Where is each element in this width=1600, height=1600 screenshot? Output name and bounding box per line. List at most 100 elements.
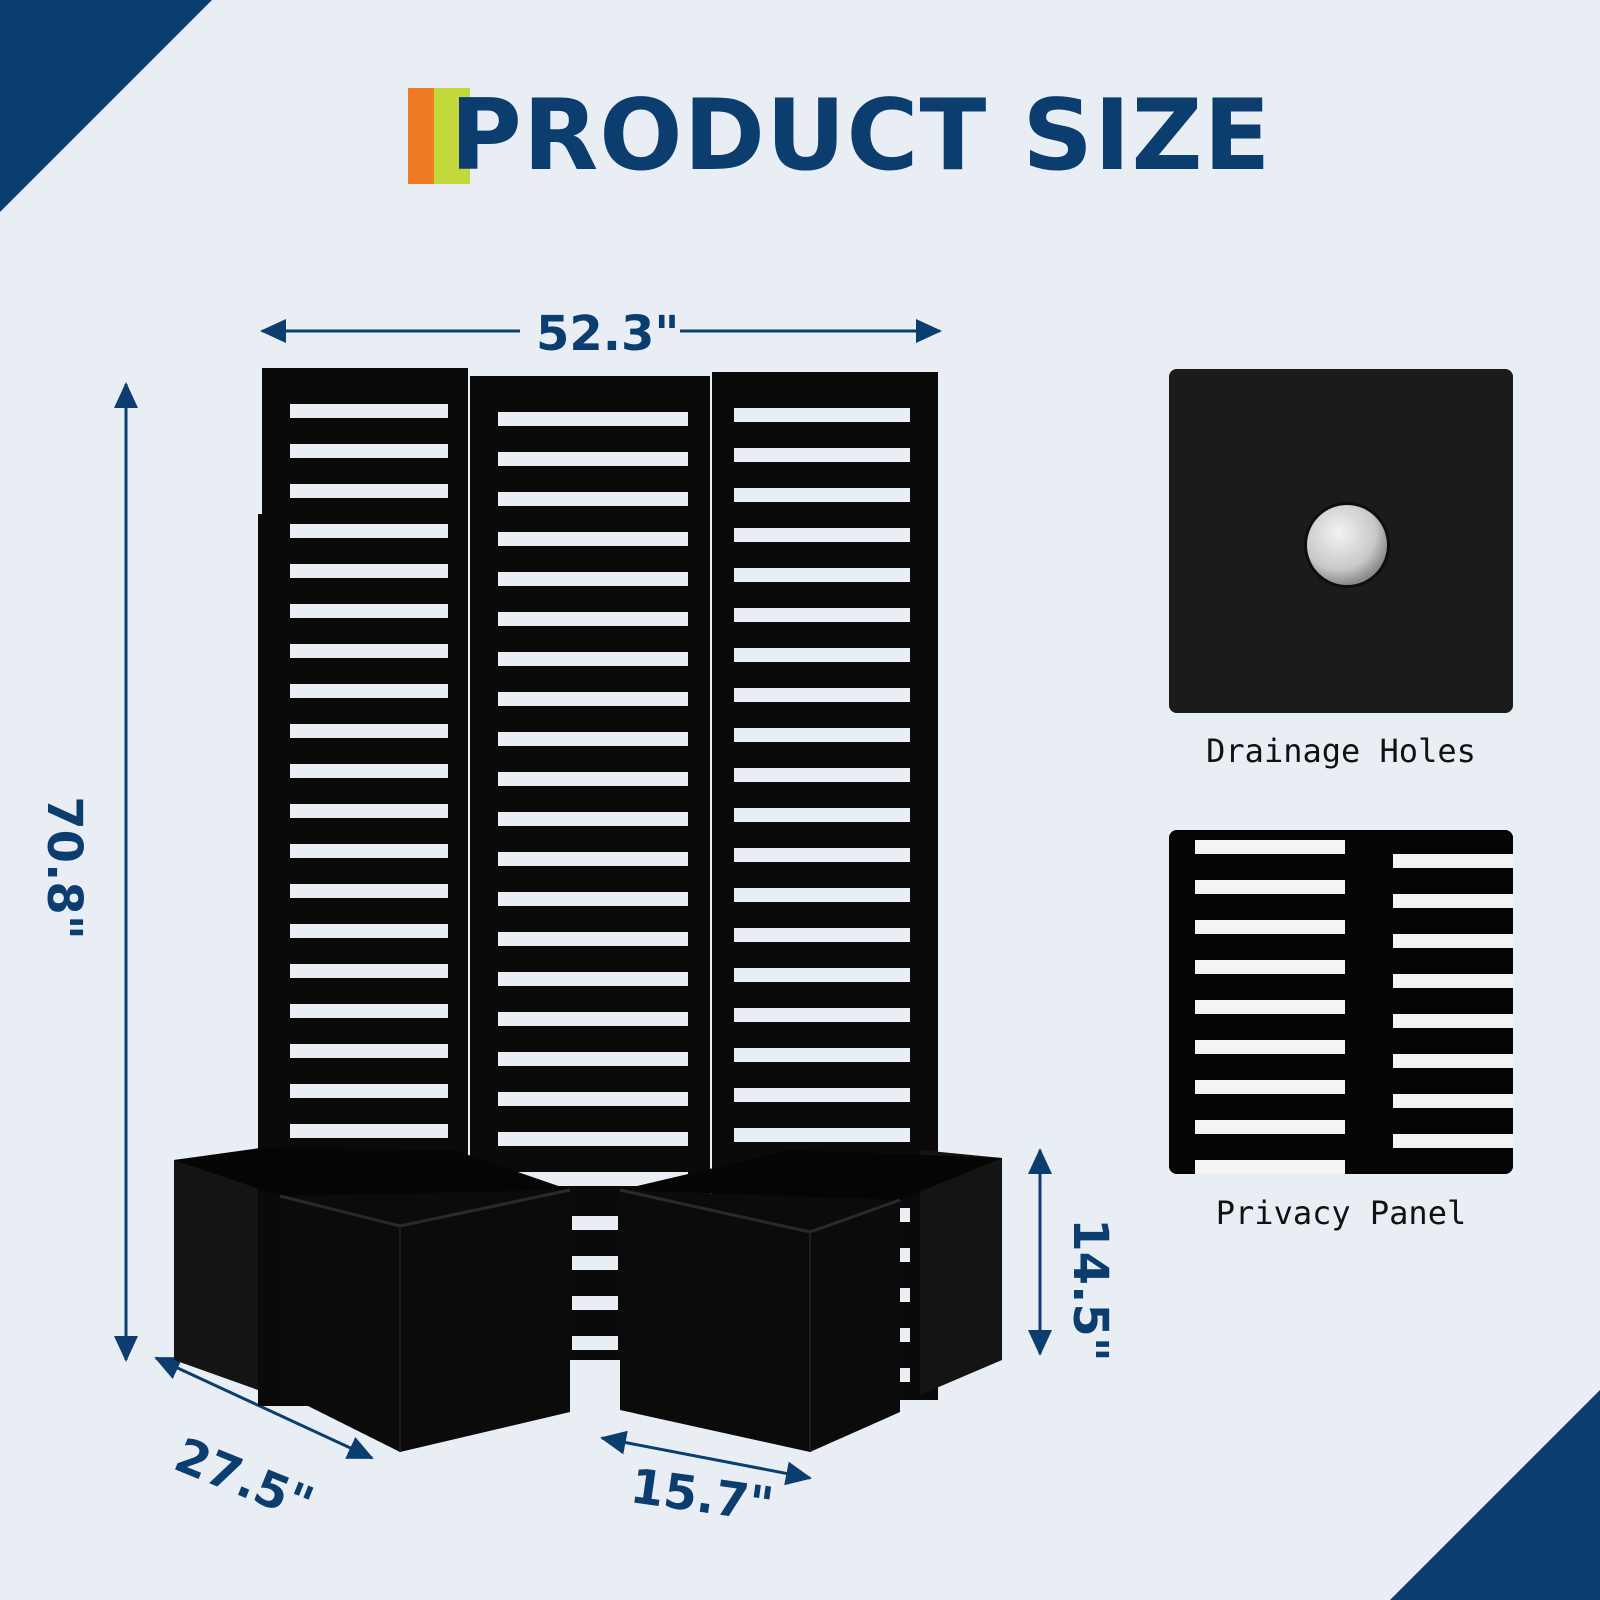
closeup-slat-left bbox=[1195, 1000, 1345, 1014]
corner-triangle-bottom-right bbox=[1390, 1390, 1600, 1600]
panel-slat bbox=[498, 1132, 688, 1146]
panel-slat bbox=[572, 1296, 618, 1310]
center-lower-slats bbox=[570, 1200, 620, 1360]
closeup-slat-right bbox=[1393, 1094, 1513, 1108]
panel-slat bbox=[498, 492, 688, 506]
panel-slat bbox=[290, 444, 448, 458]
panel-slat bbox=[290, 484, 448, 498]
panel-slat bbox=[498, 852, 688, 866]
closeup-slat-right bbox=[1393, 1014, 1513, 1028]
caption-privacy-panel: Privacy Panel bbox=[1215, 1194, 1467, 1232]
page-title: PRODUCT SIZE bbox=[408, 79, 1272, 193]
panel-slat bbox=[498, 652, 688, 666]
panel-slat bbox=[734, 648, 910, 662]
panel-slat bbox=[734, 968, 910, 982]
panel-slat bbox=[498, 892, 688, 906]
panel-slat bbox=[498, 532, 688, 546]
panel-slat bbox=[290, 604, 448, 618]
panel-slat bbox=[734, 1128, 910, 1142]
closeup-slat-right bbox=[1393, 934, 1513, 948]
panel-slat bbox=[290, 924, 448, 938]
panel-slat bbox=[290, 1004, 448, 1018]
panel-slat bbox=[498, 972, 688, 986]
closeup-slat-left bbox=[1195, 1160, 1345, 1174]
closeup-slat-right bbox=[1393, 854, 1513, 868]
panel-slat bbox=[734, 448, 910, 462]
dimension-height-label: 70.8" bbox=[36, 796, 92, 940]
panel-slat bbox=[290, 804, 448, 818]
closeup-post bbox=[1351, 830, 1373, 1174]
panel-slat bbox=[734, 568, 910, 582]
panel-slat bbox=[734, 1048, 910, 1062]
dimension-width-label: 52.3" bbox=[536, 306, 680, 362]
panel-slat bbox=[734, 1008, 910, 1022]
post-left bbox=[258, 514, 270, 1406]
panel-slat bbox=[498, 1052, 688, 1066]
detail-image-drainage-holes bbox=[1169, 369, 1513, 713]
panel-slat bbox=[290, 1124, 448, 1138]
title-text: PRODUCT SIZE bbox=[450, 79, 1272, 193]
panel-slat bbox=[498, 612, 688, 626]
panel-slat bbox=[498, 452, 688, 466]
panel-slat bbox=[734, 808, 910, 822]
panel-slat bbox=[290, 404, 448, 418]
panel-slat bbox=[290, 524, 448, 538]
panel-slat bbox=[734, 608, 910, 622]
closeup-slat-right bbox=[1393, 1134, 1513, 1148]
closeup-slat-left bbox=[1195, 960, 1345, 974]
panel-slat bbox=[290, 1084, 448, 1098]
drainage-hole-icon bbox=[1169, 369, 1513, 713]
panel-slat bbox=[734, 528, 910, 542]
panel-slat bbox=[734, 408, 910, 422]
planter-width-arrow bbox=[600, 1430, 812, 1486]
panel-slat bbox=[290, 764, 448, 778]
closeup-slat-left bbox=[1195, 920, 1345, 934]
closeup-slat-left bbox=[1195, 880, 1345, 894]
dimension-planter-height-label: 14.5" bbox=[1062, 1218, 1118, 1362]
panel-slat bbox=[498, 692, 688, 706]
title-accent-lime bbox=[434, 88, 470, 184]
panel-slat bbox=[734, 768, 910, 782]
panel-slat bbox=[290, 564, 448, 578]
panel-slat bbox=[290, 724, 448, 738]
closeup-slat-left bbox=[1195, 840, 1345, 854]
panel-slat bbox=[572, 1256, 618, 1270]
planter-left bbox=[174, 1148, 571, 1452]
panel-slat bbox=[498, 772, 688, 786]
panel-slat bbox=[498, 812, 688, 826]
panel-slat bbox=[290, 884, 448, 898]
panel-slat bbox=[734, 1088, 910, 1102]
panel-slat bbox=[290, 844, 448, 858]
panel-slat bbox=[290, 644, 448, 658]
panel-slat bbox=[572, 1336, 618, 1350]
closeup-slat-right bbox=[1393, 894, 1513, 908]
closeup-slat-right bbox=[1393, 1054, 1513, 1068]
panel-slat bbox=[498, 1092, 688, 1106]
panel-slat bbox=[498, 932, 688, 946]
panel-slat bbox=[734, 888, 910, 902]
panel-slat bbox=[290, 1044, 448, 1058]
closeup-slat-left bbox=[1195, 1040, 1345, 1054]
detail-image-privacy-panel bbox=[1169, 830, 1513, 1174]
privacy-panel-closeup bbox=[1169, 830, 1513, 1174]
panel-slat bbox=[290, 684, 448, 698]
panel-slat bbox=[734, 488, 910, 502]
panel-slat bbox=[572, 1216, 618, 1230]
closeup-slat-left bbox=[1195, 1120, 1345, 1134]
panel-slat bbox=[498, 1012, 688, 1026]
caption-drainage-holes: Drainage Holes bbox=[1206, 732, 1476, 770]
panel-slat bbox=[734, 848, 910, 862]
planter-length-arrow bbox=[154, 1356, 374, 1460]
planter-right bbox=[619, 1150, 1002, 1452]
panel-slat bbox=[498, 732, 688, 746]
closeup-slat-right bbox=[1393, 974, 1513, 988]
panel-slat bbox=[734, 688, 910, 702]
panel-slat bbox=[734, 728, 910, 742]
panel-slat bbox=[734, 928, 910, 942]
panel-slat bbox=[498, 572, 688, 586]
closeup-slat-left bbox=[1195, 1080, 1345, 1094]
panel-slat bbox=[290, 964, 448, 978]
panel-slat bbox=[498, 412, 688, 426]
corner-triangle-top-left bbox=[0, 0, 212, 212]
